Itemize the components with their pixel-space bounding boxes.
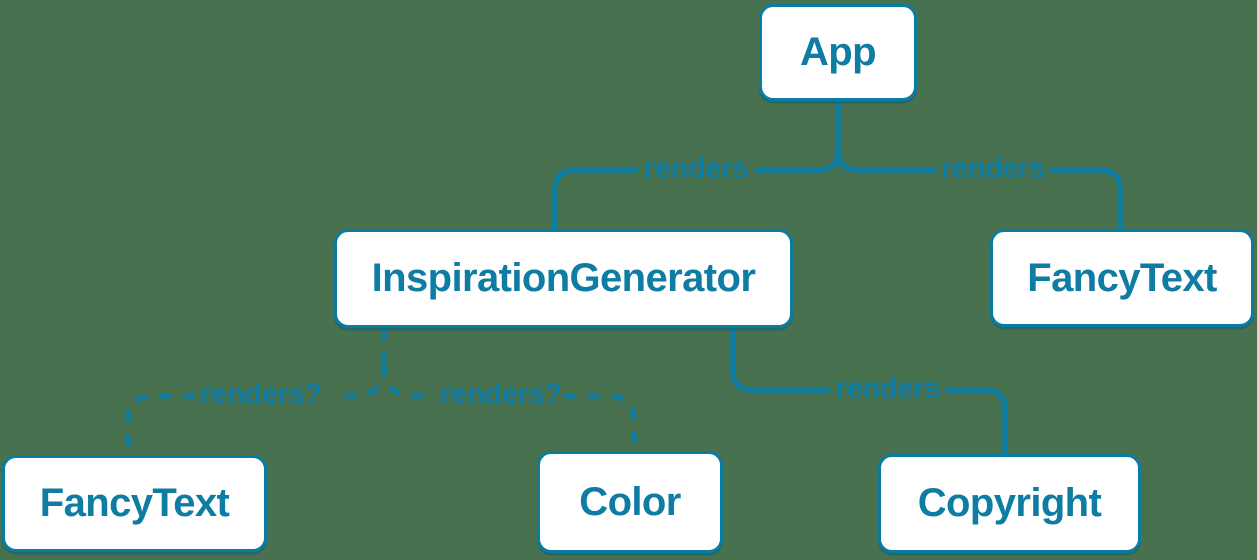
edge-inspirationgenerator-to-color-start [381, 363, 439, 399]
node-color-label: Color [579, 479, 681, 524]
node-copyright-label: Copyright [917, 481, 1102, 525]
node-inspiration-generator-label: InspirationGenerator [371, 256, 756, 300]
edge-label-renders-right: renders [940, 152, 1046, 185]
edge-label-renders-copyright: renders [835, 372, 941, 405]
edge-inspirationgenerator-to-color-end [563, 393, 637, 451]
edge-app-to-inspirationgenerator-end [552, 167, 639, 231]
edge-inspirationgenerator-to-copyright-end [945, 387, 1008, 456]
edge-inspirationgenerator-to-fancytext-start [333, 363, 387, 399]
node-app-label: App [800, 30, 877, 74]
node-fancy-text-bottom: FancyText [2, 455, 267, 552]
node-fancy-text-bottom-label: FancyText [39, 481, 230, 525]
node-fancy-text-top: FancyText [990, 229, 1254, 327]
edge-inspirationgenerator-to-copyright-start [730, 326, 831, 393]
edge-label-renders-left: renders [643, 152, 749, 185]
edge-inspirationgenerator-to-fancytext-end [125, 393, 196, 455]
edge-label-renders-question-left: renders? [200, 378, 322, 411]
edge-app-to-inspirationgenerator-start [754, 98, 841, 173]
node-color: Color [537, 451, 723, 553]
node-inspiration-generator: InspirationGenerator [334, 229, 793, 328]
node-fancy-text-top-label: FancyText [1027, 255, 1217, 300]
node-app: App [759, 4, 917, 101]
node-copyright: Copyright [878, 454, 1141, 553]
edge-app-to-fancytext-end [1049, 167, 1123, 231]
edge-app-to-fancytext-start [835, 148, 937, 173]
edge-label-renders-question-right: renders? [440, 378, 562, 411]
